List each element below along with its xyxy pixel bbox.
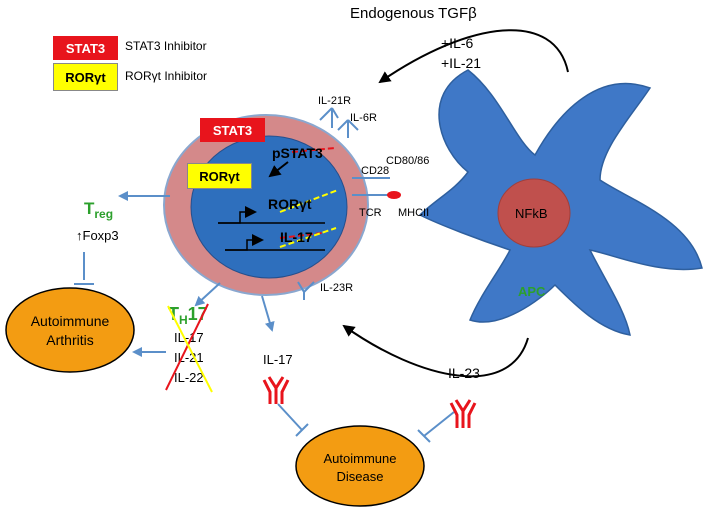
cd28-label: CD28 bbox=[361, 165, 389, 177]
pstat3-to-ror-arrow bbox=[268, 161, 289, 178]
il21-label: +IL-21 bbox=[441, 55, 481, 71]
ror-inhibit-mark bbox=[279, 189, 339, 213]
disease-line2: Disease bbox=[337, 469, 384, 484]
il21r-receptor bbox=[319, 107, 339, 128]
th17-cross-red bbox=[165, 303, 209, 391]
il21r-label: IL-21R bbox=[318, 95, 351, 107]
il23r-receptor bbox=[297, 281, 315, 300]
il6-label: +IL-6 bbox=[441, 35, 474, 51]
anti-il17-antibody-icon bbox=[262, 376, 290, 404]
legend-stat3-box: STAT3 bbox=[53, 36, 118, 60]
foxp3-label: ↑Foxp3 bbox=[76, 228, 119, 243]
treg-inhibits-arthritis bbox=[74, 252, 94, 285]
il6r-label: IL-6R bbox=[350, 112, 377, 124]
nfkb-nucleus bbox=[497, 178, 571, 248]
pstat3-label: pSTAT3 bbox=[272, 145, 323, 161]
legend-stat3-text: STAT3 Inhibitor bbox=[125, 39, 207, 53]
arrow-to-th17 bbox=[194, 282, 221, 307]
il17-inhibit-mark-yellow bbox=[279, 227, 337, 248]
cell-stat3-box: STAT3 bbox=[200, 118, 265, 142]
il23-curved-arrow bbox=[342, 324, 529, 378]
il23r-label: IL-23R bbox=[320, 282, 353, 294]
treg-label: Treg bbox=[84, 199, 113, 221]
secreted-il17-label: IL-17 bbox=[263, 352, 293, 367]
arthritis-line1: Autoimmune bbox=[31, 313, 110, 329]
il17-inhibits-disease bbox=[277, 403, 309, 437]
apc-label: APC bbox=[518, 284, 546, 299]
ror-gene-label: RORγt bbox=[268, 196, 312, 212]
mhc-label: MHCII bbox=[398, 207, 429, 219]
cell-ror-box: RORγt bbox=[187, 163, 252, 189]
autoimmune-disease-node bbox=[295, 425, 425, 507]
mhc-dot bbox=[387, 191, 401, 199]
il23-inhibits-disease bbox=[417, 411, 455, 443]
disease-line1: Autoimmune bbox=[324, 451, 397, 466]
tcr-label: TCR bbox=[359, 207, 382, 219]
anti-il23-antibody-icon bbox=[449, 399, 477, 428]
secreted-il23-label: IL-23 bbox=[448, 365, 480, 381]
il17-inhibit-mark-red bbox=[279, 232, 323, 239]
tgf-label: Endogenous TGFβ bbox=[350, 5, 477, 22]
nfkb-label: NFkB bbox=[515, 206, 548, 221]
autoimmune-arthritis-node bbox=[5, 287, 135, 373]
il6r-receptor bbox=[337, 119, 359, 138]
tgf-curved-arrow bbox=[378, 29, 569, 84]
legend-ror-box: RORγt bbox=[53, 63, 118, 91]
arrow-to-il17 bbox=[261, 295, 275, 332]
th17-label: TH17 bbox=[168, 304, 208, 327]
il17-gene-label: IL-17 bbox=[280, 229, 313, 245]
arthritis-line2: Arthritis bbox=[46, 332, 93, 348]
cd80-label: CD80/86 bbox=[386, 155, 429, 167]
th17-il22-label: IL-22 bbox=[174, 370, 204, 385]
legend-ror-text: RORγt Inhibitor bbox=[125, 69, 208, 83]
pstat3-inhibit-mark bbox=[291, 147, 336, 153]
th17-cross-yellow bbox=[167, 305, 213, 393]
